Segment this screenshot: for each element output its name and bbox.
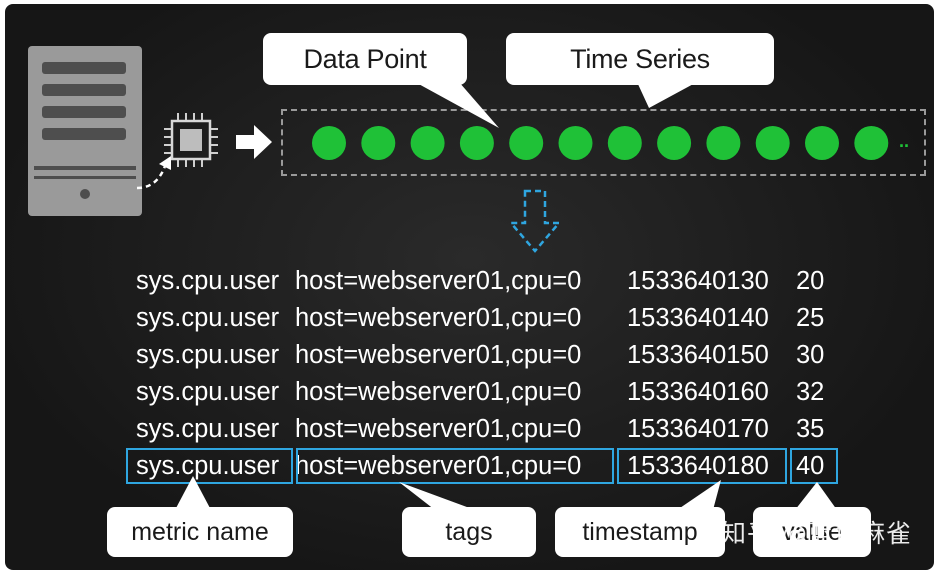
- metric-cell: sys.cpu.user: [136, 267, 280, 295]
- metric-name-label: metric name: [107, 507, 293, 557]
- time-series-callout-tail: [637, 82, 697, 108]
- value-text: value: [782, 518, 842, 546]
- value-cell: 35: [796, 415, 825, 443]
- diagram-canvas: .. Data Point Time Series sys.cpu.user ho…: [5, 4, 934, 570]
- tags-highlight: [296, 448, 614, 484]
- data-point-callout: Data Point: [263, 33, 467, 85]
- data-point-label: Data Point: [303, 44, 427, 74]
- tags-cell: host=webserver01,cpu=0: [295, 452, 582, 480]
- data-point-dot: [607, 126, 642, 160]
- time-series-callout: Time Series: [506, 33, 774, 85]
- value-cell: 20: [796, 267, 825, 295]
- metric-name-text: metric name: [131, 518, 269, 546]
- data-point-dot: [706, 126, 741, 160]
- data-point-dot: [312, 126, 346, 160]
- timestamp-cell: 1533640130: [627, 267, 769, 295]
- timestamp-highlight: [617, 448, 787, 484]
- value-cell: 32: [796, 378, 825, 406]
- data-point-dot: [657, 126, 692, 160]
- data-point-dot: [755, 126, 790, 160]
- data-point-dot: [558, 126, 593, 160]
- metric-cell: sys.cpu.user: [136, 341, 280, 369]
- timestamp-cell: 1533640160: [627, 378, 769, 406]
- value-cell: 40: [796, 452, 825, 480]
- timestamp-cell: 1533640140: [627, 304, 769, 332]
- metric-highlight: [126, 448, 293, 484]
- timestamp-label: timestamp: [555, 507, 725, 557]
- tags-cell: host=webserver01,cpu=0: [295, 378, 582, 406]
- trailing-dots: ..: [899, 131, 909, 151]
- value-label: value: [753, 507, 871, 557]
- server-icon: [28, 46, 142, 216]
- time-series-label: Time Series: [570, 44, 710, 74]
- metric-cell: sys.cpu.user: [136, 304, 280, 332]
- metric-cell: sys.cpu.user: [136, 452, 280, 480]
- label-tails: [175, 476, 837, 510]
- tags-cell: host=webserver01,cpu=0: [295, 304, 582, 332]
- tags-cell: host=webserver01,cpu=0: [295, 415, 582, 443]
- cpu-chip-icon: [164, 113, 218, 167]
- tags-text: tags: [445, 518, 493, 546]
- data-point-dot: [854, 126, 889, 160]
- dashed-arrow-down-icon: [508, 189, 562, 253]
- metric-cell: sys.cpu.user: [136, 378, 280, 406]
- value-cell: 30: [796, 341, 825, 369]
- time-series-box: [281, 109, 926, 176]
- arrow-right-icon: [236, 125, 272, 159]
- value-cell: 25: [796, 304, 825, 332]
- timestamp-cell: 1533640180: [627, 452, 769, 480]
- watermark: 知乎 @蓝色麻雀: [721, 519, 912, 548]
- data-point-dot: [509, 126, 544, 160]
- flow-curve: [136, 156, 171, 190]
- data-point-callout-tail: [415, 82, 499, 128]
- data-point-dot: [805, 126, 839, 160]
- value-highlight: [790, 448, 838, 484]
- tags-label: tags: [402, 507, 536, 557]
- data-points: ..: [312, 126, 909, 160]
- data-point-dot: [459, 126, 494, 160]
- timestamp-text: timestamp: [582, 518, 698, 546]
- timestamp-cell: 1533640150: [627, 341, 769, 369]
- metric-cell: sys.cpu.user: [136, 415, 280, 443]
- timestamp-cell: 1533640170: [627, 415, 769, 443]
- tags-cell: host=webserver01,cpu=0: [295, 267, 582, 295]
- tags-cell: host=webserver01,cpu=0: [295, 341, 582, 369]
- data-point-dot: [361, 126, 396, 160]
- data-point-dot: [410, 126, 445, 160]
